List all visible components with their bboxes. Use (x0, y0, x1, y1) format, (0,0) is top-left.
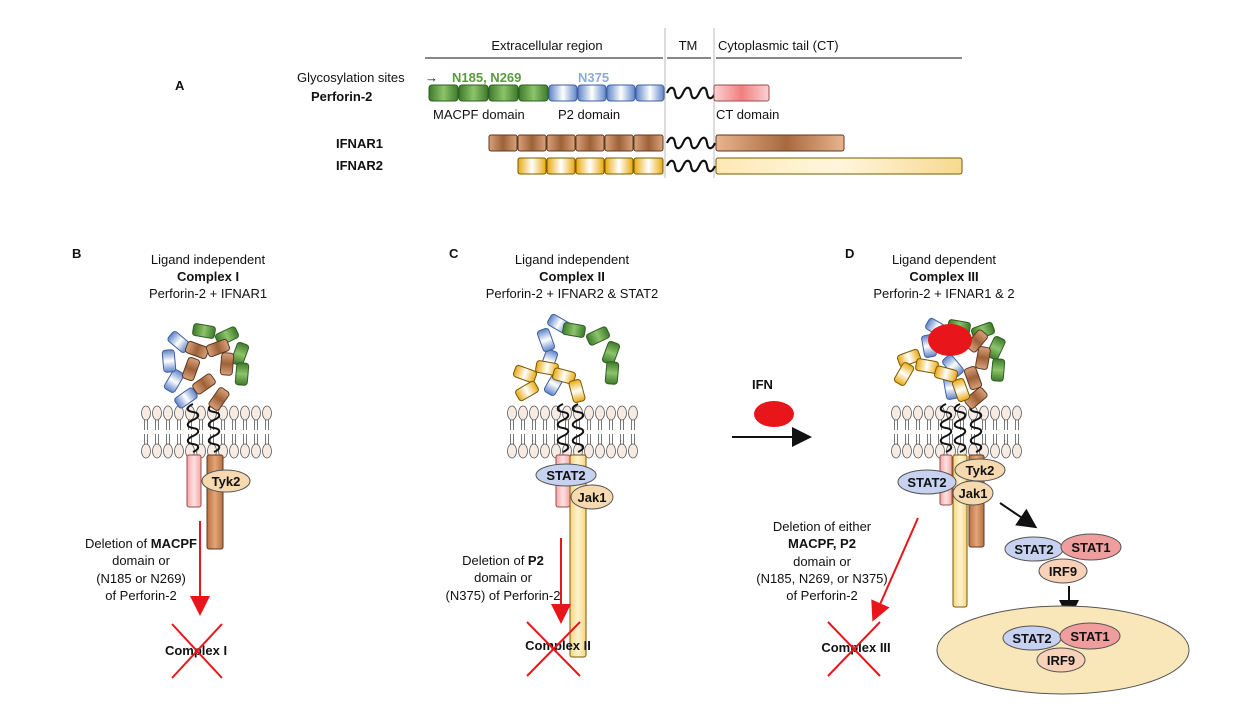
deletion-text-d-line2: MACPF, P2 (788, 536, 856, 551)
ifnar2-extracellular-domains (517, 157, 664, 175)
cyto-irf9-label: IRF9 (1049, 564, 1077, 579)
region-tm-label: TM (679, 38, 698, 53)
jak1-label-c: Jak1 (578, 490, 607, 505)
stat2-protein-d (897, 469, 957, 495)
panel-a: A Extracellular region TM Cytoplasmic ta… (175, 28, 963, 178)
panel-d: D Ligand dependent Complex III Perforin-… (756, 246, 1190, 695)
membrane-bilayer-c (507, 405, 638, 459)
glycosylation-sites-label: Glycosylation sites (297, 70, 405, 85)
cytoplasmic-isgf3-complex: STAT2 STAT1 IRF9 (1004, 533, 1122, 584)
deletion-text-b-line4: of Perforin-2 (105, 588, 177, 603)
perforin2-row-label: Perforin-2 (311, 89, 372, 104)
ifnar1-extracellular-domains (488, 134, 664, 152)
macpf-domain-label: MACPF domain (433, 107, 525, 122)
tyk2-label-b: Tyk2 (212, 474, 241, 489)
cyto-stat2-label: STAT2 (1014, 542, 1053, 557)
tyk2-kinase-b (201, 469, 251, 493)
region-extracellular-label: Extracellular region (491, 38, 602, 53)
deletion-text-c-line3: (N375) of Perforin-2 (446, 588, 561, 603)
complex1-title-line2: Complex I (177, 269, 239, 284)
perforin2-macpf-domain (428, 84, 549, 102)
complex2-title-line2: Complex II (539, 269, 605, 284)
deletion-text-d-line4: (N185, N269, or N375) (756, 571, 888, 586)
complex3-title-line3: Perforin-2 + IFNAR1 & 2 (873, 286, 1014, 301)
ifnar2-row-label: IFNAR2 (336, 158, 383, 173)
complex1-title-line1: Ligand independent (151, 252, 266, 267)
panel-c: C Ligand independent Complex II Perforin… (446, 246, 659, 677)
cyto-stat1 (1060, 533, 1122, 561)
perforin2-tm-helix (665, 86, 717, 100)
signal-arrow-to-isgf3 (999, 502, 1038, 529)
cross-mark-c (526, 621, 581, 677)
ifn-label: IFN (752, 377, 773, 392)
complex3-title-line2: Complex III (909, 269, 978, 284)
nuclear-isgf3-complex: STAT2 STAT1 IRF9 (1002, 622, 1121, 673)
stat2-label-d: STAT2 (907, 475, 946, 490)
deletion-text-d-line5: of Perforin-2 (786, 588, 858, 603)
membrane-bilayer-b (141, 405, 272, 459)
deletion-text-b-line2: domain or (112, 553, 170, 568)
panel-letter-c: C (449, 246, 459, 261)
cyto-stat1-label: STAT1 (1071, 540, 1110, 555)
complex2-title-line1: Ligand independent (515, 252, 630, 267)
ifnar2-ct-tail (715, 157, 963, 175)
ifnar1-row-label: IFNAR1 (336, 136, 383, 151)
perforin2-ct-domain (713, 84, 770, 102)
ifnar1-tail-b (206, 454, 224, 550)
ifnar1-tm-helix (665, 136, 717, 150)
glyco-sites-green: N185, N269 (452, 70, 521, 85)
nuc-stat1 (1059, 622, 1121, 650)
perforin2-tail-b (186, 454, 202, 508)
ifn-ligand (754, 401, 794, 427)
ct-domain-label: CT domain (716, 107, 779, 122)
stat2-protein-c (535, 463, 597, 487)
deletion-text-c-line2: domain or (474, 570, 532, 585)
membrane-bilayer-d (891, 405, 1022, 459)
panel-letter-d: D (845, 246, 854, 261)
deletion-text-d-line1: Deletion of either (773, 519, 872, 534)
complex1-title-line3: Perforin-2 + IFNAR1 (149, 286, 267, 301)
panel-letter-b: B (72, 246, 81, 261)
jak1-kinase-c (570, 484, 614, 510)
ifnar1-ct-tail (715, 134, 845, 152)
ifn-stimulus: IFN (732, 377, 812, 447)
tyk2-label-d: Tyk2 (966, 463, 995, 478)
cyto-irf9 (1038, 558, 1088, 584)
extracellular-domains-b (161, 323, 250, 411)
cross-mark-d (827, 621, 881, 677)
panel-letter-a: A (175, 78, 185, 93)
tyk2-kinase-d (954, 458, 1006, 482)
stat2-label-c: STAT2 (546, 468, 585, 483)
deletion-text-d-line3: domain or (793, 554, 851, 569)
glyco-site-blue: N375 (578, 70, 609, 85)
jak1-label-d: Jak1 (959, 486, 988, 501)
perforin2-p2-domain (548, 84, 665, 102)
deletion-arrow-d (871, 517, 919, 622)
deletion-text-b-line3: (N185 or N269) (96, 571, 186, 586)
p2-domain-label: P2 domain (558, 107, 620, 122)
nuc-irf9-label: IRF9 (1047, 653, 1075, 668)
glycosylation-arrow: → (425, 70, 438, 85)
deletion-text-c-line1: Deletion of P2 (462, 553, 544, 568)
deletion-text-b-line1: Deletion of MACPF (85, 536, 197, 551)
panel-b: B Ligand independent Complex I Perforin-… (72, 246, 272, 679)
extracellular-domains-c (512, 313, 621, 404)
complex2-title-line3: Perforin-2 + IFNAR2 & STAT2 (486, 286, 659, 301)
cross-mark-b (171, 623, 223, 679)
ifn-bound-ligand (928, 324, 972, 356)
jak1-kinase-d (952, 480, 994, 506)
complex3-title-line1: Ligand dependent (892, 252, 996, 267)
ifnar2-tm-helix (665, 159, 717, 173)
region-ct-label: Cytoplasmic tail (CT) (718, 38, 839, 53)
nuc-stat2-label: STAT2 (1012, 631, 1051, 646)
nuc-stat1-label: STAT1 (1070, 629, 1109, 644)
nuc-irf9 (1036, 647, 1086, 673)
